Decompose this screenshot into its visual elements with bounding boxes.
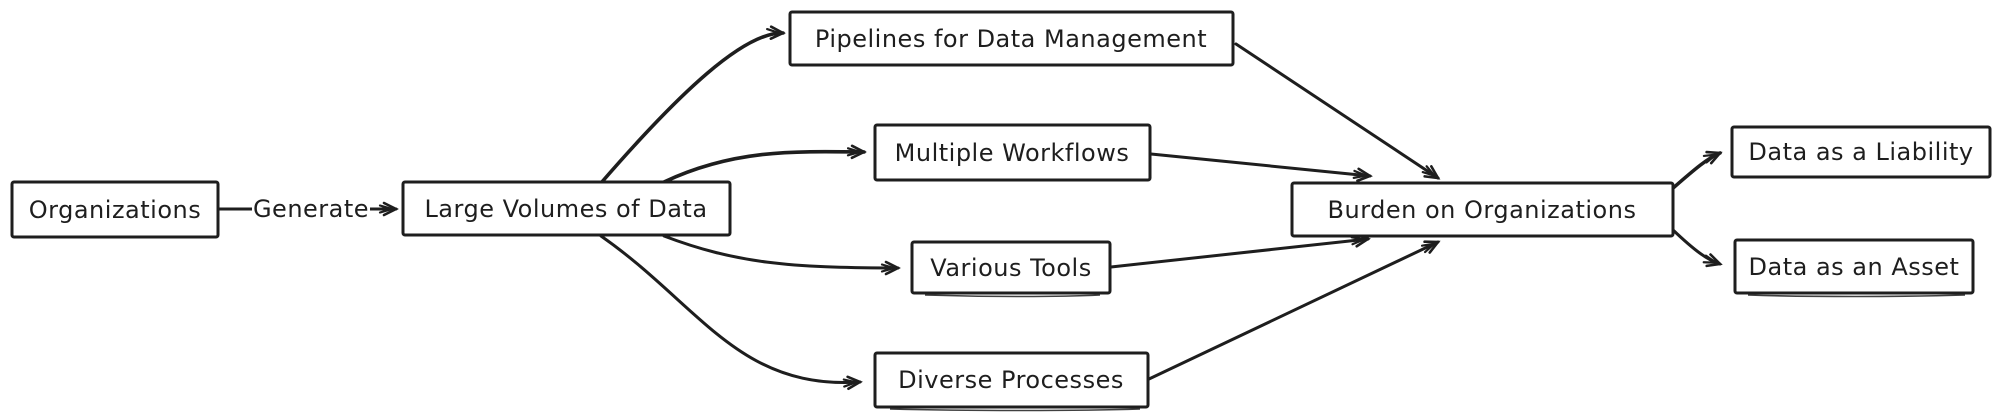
node-organizations-box [10, 180, 220, 239]
edges [217, 25, 1723, 391]
edge-large-volumes-to-workflows [662, 144, 867, 184]
node-asset: Data as an Asset [1733, 238, 1975, 298]
node-tools: Various Tools [910, 240, 1112, 298]
node-pipelines-label: Pipelines for Data Management [815, 25, 1207, 53]
node-pipelines-box [788, 10, 1235, 67]
node-tools-sketch-line [924, 294, 1101, 298]
node-liability: Data as a Liability [1730, 125, 1992, 179]
node-organizations-label: Organizations [29, 196, 201, 224]
node-burden-label: Burden on Organizations [1328, 196, 1637, 224]
node-tools-label: Various Tools [930, 254, 1091, 282]
edge-workflows-to-burden [1149, 152, 1373, 183]
edge-large-volumes-to-processes [599, 234, 863, 391]
edge-processes-to-burden [1147, 240, 1441, 381]
node-tools-box [910, 240, 1112, 295]
edge-label-mask [252, 192, 370, 226]
node-large-volumes-label: Large Volumes of Data [424, 195, 707, 223]
edge-pipelines-to-burden [1234, 42, 1441, 180]
node-asset-box [1733, 238, 1975, 295]
node-asset-sketch-line [1747, 294, 1966, 298]
node-pipelines: Pipelines for Data Management [788, 10, 1235, 67]
edge-tools-to-burden [1109, 233, 1371, 269]
node-liability-box [1730, 125, 1992, 179]
edge-large-volumes-to-tools [662, 234, 901, 276]
edge-label-generate: Generate [252, 192, 370, 226]
edge-label-text: Generate [253, 195, 369, 223]
edge-burden-to-liability [1670, 150, 1723, 191]
node-burden: Burden on Organizations [1290, 181, 1675, 238]
node-processes: Diverse Processes [873, 351, 1150, 412]
node-workflows-label: Multiple Workflows [895, 139, 1130, 167]
node-large-volumes: Large Volumes of Data [401, 180, 732, 237]
edge-burden-to-asset [1670, 227, 1723, 268]
node-processes-box [873, 351, 1150, 409]
node-asset-label: Data as an Asset [1749, 253, 1960, 281]
node-large-volumes-box [401, 180, 732, 237]
node-processes-sketch-line [889, 408, 1141, 412]
node-burden-box [1290, 181, 1675, 238]
node-workflows: Multiple Workflows [873, 123, 1152, 182]
edge-large-volumes-to-pipelines [599, 25, 786, 185]
node-liability-label: Data as a Liability [1748, 138, 1973, 166]
node-organizations: Organizations [10, 180, 220, 239]
node-workflows-box [873, 123, 1152, 182]
node-processes-label: Diverse Processes [898, 366, 1124, 394]
